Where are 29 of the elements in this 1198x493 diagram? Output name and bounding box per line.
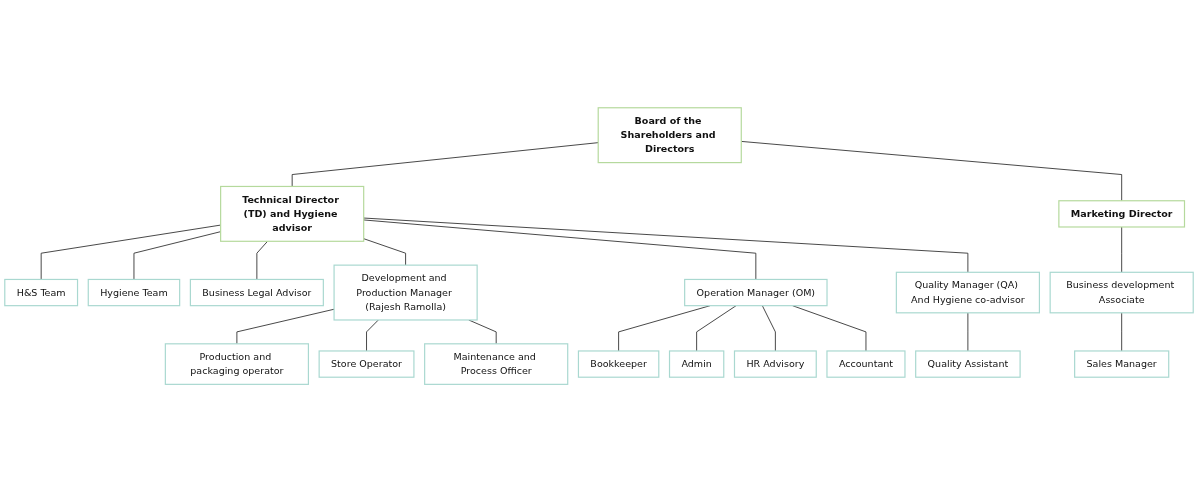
connector xyxy=(291,142,599,188)
node-box: Business Legal Advisor xyxy=(189,279,324,307)
node-box: Accountant xyxy=(826,350,906,379)
connector xyxy=(761,305,776,352)
node-box: Store Operator xyxy=(318,350,415,379)
node-box: HR Advisory xyxy=(733,350,817,379)
connector xyxy=(363,219,757,281)
node-box: Board of the Shareholders and Directors xyxy=(597,107,742,164)
node-box: Quality Assistant xyxy=(915,350,1021,379)
node-box: Operation Manager (OM) xyxy=(684,279,828,307)
connector xyxy=(363,238,407,267)
node-box: Hygiene Team xyxy=(87,279,181,307)
node-box: Quality Manager (QA) And Hygiene co-advisor xyxy=(895,272,1040,314)
node-box: Maintenance and Process Officer xyxy=(424,343,569,386)
node-box: Business development Associate xyxy=(1049,272,1194,314)
connector xyxy=(256,241,268,281)
node-box: Sales Manager xyxy=(1074,350,1170,379)
node-box: Bookkeeper xyxy=(577,350,660,379)
connector xyxy=(366,319,379,352)
connector xyxy=(1121,227,1123,274)
node-box: Admin xyxy=(668,350,725,379)
connector xyxy=(363,218,969,274)
node-box: Development and Production Manager (Rajesh Ramolla) xyxy=(333,264,478,321)
node-box: Technical Director (TD) and Hygiene advisor xyxy=(220,186,365,243)
node-box: H&S Team xyxy=(4,279,79,307)
node-box: Production and packaging operator xyxy=(164,343,309,386)
connector xyxy=(1121,312,1123,352)
node-box: Marketing Director xyxy=(1058,200,1186,229)
connector xyxy=(236,309,335,345)
